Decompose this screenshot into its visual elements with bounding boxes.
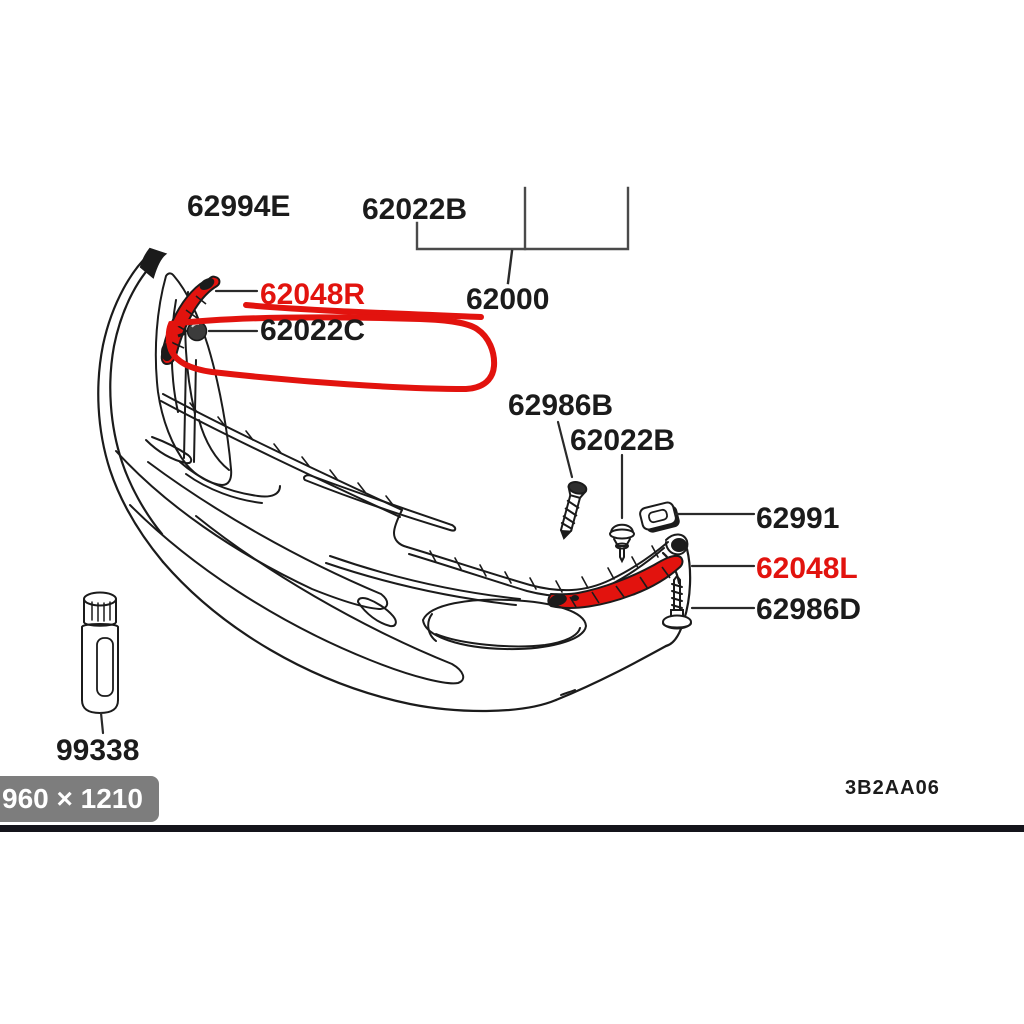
part-label-62022b-top: 62022B: [362, 193, 468, 226]
fog-lamp-opening: [421, 598, 588, 651]
part-label-62048l: 62048L: [756, 552, 858, 585]
sealant-tube-99338: [81, 591, 119, 715]
drawing-code: 3B2AA06: [845, 777, 940, 799]
part-label-62994e: 62994E: [187, 190, 291, 223]
part-label-62022b-mid: 62022B: [570, 424, 676, 457]
part-label-62048r: 62048R: [260, 278, 366, 311]
dimension-badge: 960 × 1210: [0, 776, 159, 822]
part-label-99338: 99338: [56, 734, 140, 767]
top-edge-flange: [160, 393, 689, 598]
red-underline-stroke: [243, 302, 484, 320]
lower-lip-curves: [115, 450, 576, 696]
part-label-62022c: 62022C: [260, 314, 366, 347]
assembly-bracket: [415, 186, 630, 285]
molding-left-highlight: [547, 554, 684, 609]
screw-62986d: [662, 574, 692, 630]
hatch-ticks-left: [189, 402, 394, 506]
part-label-62986d: 62986D: [756, 593, 862, 626]
screw-62986b: [559, 481, 588, 540]
part-label-62991: 62991: [756, 502, 840, 535]
viewer-bottom-divider: [0, 825, 1024, 832]
clip-62022b: [609, 523, 635, 564]
bumper-outline: [97, 247, 692, 713]
red-annotation: [165, 302, 498, 393]
hatch-ticks-right: [429, 545, 659, 593]
leader-lines: [99, 289, 756, 735]
grommet-62991: [639, 501, 680, 533]
red-lasso-loop: [165, 314, 498, 393]
part-label-62000: 62000: [466, 283, 550, 316]
part-label-62986b: 62986B: [508, 389, 614, 422]
